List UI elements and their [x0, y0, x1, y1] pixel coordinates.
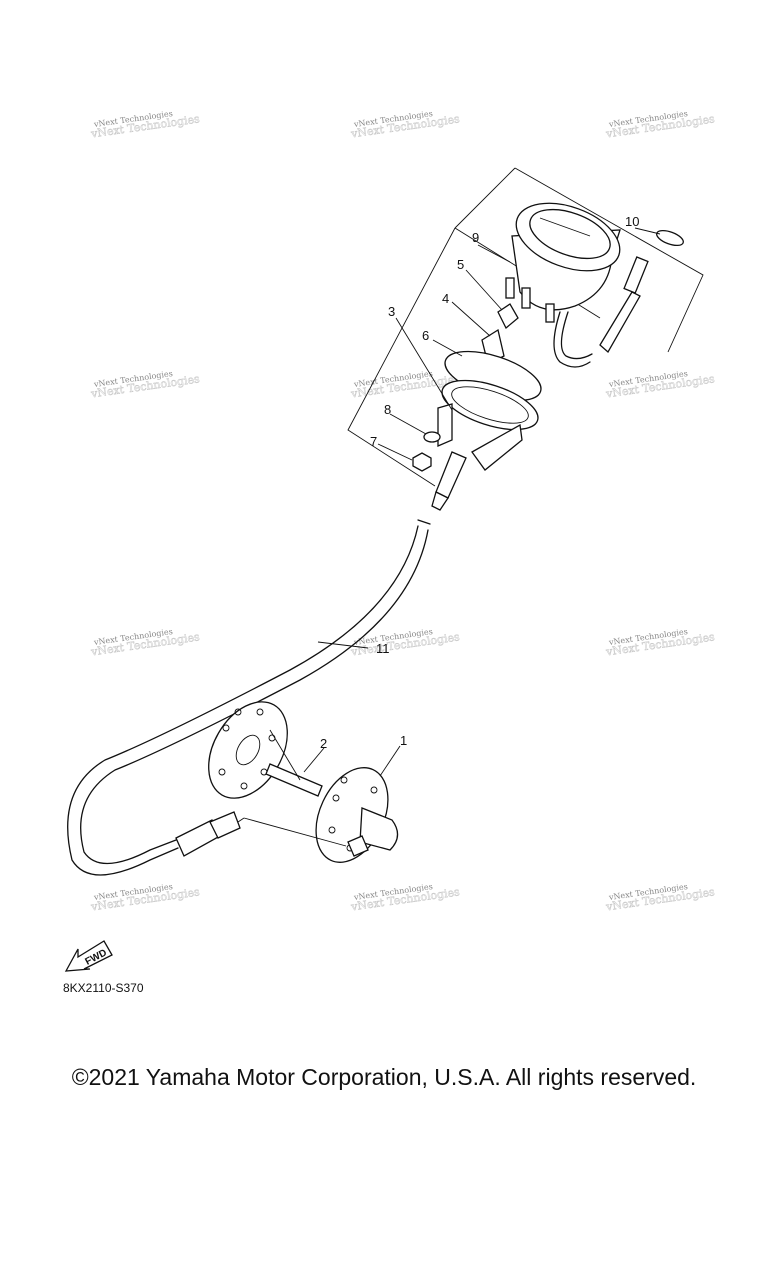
drive-shaft	[265, 763, 323, 797]
bracket-foot	[471, 423, 523, 471]
fasteners	[412, 431, 441, 472]
plate-hole	[222, 724, 230, 732]
flange-hole	[332, 794, 340, 802]
fwd-arrow: FWD	[64, 940, 113, 972]
bulb-socket-tube	[599, 291, 641, 354]
plate-to-shaft-line	[269, 729, 301, 781]
leader-10	[634, 227, 661, 235]
speedometer-head	[505, 202, 621, 323]
light-socket-assembly	[553, 229, 684, 368]
gear-outlet	[347, 835, 369, 857]
callout-2: 2	[320, 736, 327, 751]
bracket-leg-left	[437, 403, 453, 447]
plate-disc	[208, 701, 288, 799]
cable-inner	[80, 529, 429, 865]
leader-1	[379, 745, 401, 777]
callout-3: 3	[388, 304, 395, 319]
leader-11	[317, 641, 369, 649]
diagram-code: 8KX2110-S370	[63, 981, 144, 995]
plate-hub	[235, 734, 261, 766]
part-5	[497, 303, 519, 330]
flange-hole	[370, 786, 378, 794]
leader-9	[477, 244, 511, 263]
leader-7	[377, 443, 413, 461]
speedometer-cable	[67, 519, 431, 876]
callout-8: 8	[384, 402, 391, 417]
copyright-notice: ©2021 Yamaha Motor Corporation, U.S.A. A…	[71, 1064, 697, 1090]
lamp-wire-inner	[560, 311, 593, 360]
cable-end-cap	[417, 519, 431, 525]
lamp-wire	[553, 311, 591, 368]
leader-4	[451, 301, 491, 337]
fwd-arrow-icon	[64, 940, 113, 972]
grommet	[656, 229, 684, 247]
bulb-socket-head	[623, 256, 649, 294]
callout-1: 1	[400, 733, 407, 748]
plate-hole	[234, 708, 242, 716]
leader-8	[389, 413, 427, 435]
bracket-upper-left	[454, 167, 516, 229]
gear-plate	[208, 701, 288, 799]
callout-4: 4	[442, 291, 449, 306]
cable-to-gear-line	[243, 817, 347, 847]
bracket-lower	[347, 227, 456, 487]
callout-11: 11	[376, 641, 390, 656]
gear-unit	[315, 767, 399, 863]
flange-hole	[340, 776, 348, 784]
plate-hole	[256, 708, 264, 716]
bracket-upper	[514, 167, 704, 353]
gear-flange	[315, 767, 389, 863]
callout-10: 10	[625, 214, 639, 229]
meter-stud	[521, 287, 531, 309]
leader-2	[303, 747, 325, 773]
leader-5	[465, 269, 503, 311]
callout-5: 5	[457, 257, 464, 272]
fwd-label: FWD	[84, 947, 109, 967]
callout-9: 9	[472, 230, 479, 245]
cable-ferrule	[435, 451, 467, 499]
leader-6	[432, 339, 463, 357]
ring-lower-inner	[451, 386, 529, 424]
watermarks: vNext Technologies vNext Technologies vN…	[89, 109, 716, 914]
cable-outer	[67, 525, 419, 876]
nut-part-7	[412, 452, 432, 472]
cable-lower-knurl	[209, 811, 241, 839]
callouts: 1 2 3 4 5 6 7 8 9 10 11	[320, 214, 639, 751]
washer-part-8	[423, 431, 441, 443]
meter-needle-line	[539, 217, 591, 237]
flange-hole	[328, 826, 336, 834]
callout-7: 7	[370, 434, 377, 449]
parts-diagram: vNext Technologies vNext Technologies vN…	[64, 109, 716, 972]
cable-to-gear-tick	[237, 817, 245, 823]
callout-6: 6	[422, 328, 429, 343]
leader-lines	[237, 227, 661, 847]
cushion-rings	[441, 350, 542, 431]
meter-stud	[545, 303, 555, 323]
meter-stud	[505, 277, 515, 299]
plate-hole	[240, 782, 248, 790]
leader-3	[395, 317, 453, 411]
shaft-body	[265, 763, 323, 797]
gear-housing	[359, 807, 399, 851]
cable-upper-connector	[431, 451, 467, 511]
cable-tip	[431, 491, 449, 511]
ring-lower	[441, 379, 539, 431]
plate-hole	[218, 768, 226, 776]
